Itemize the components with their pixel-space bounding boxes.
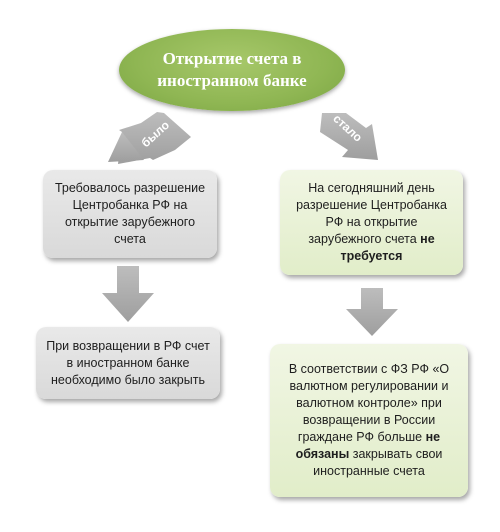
box-before-permission: Требовалось разрешение Центробанка РФ на… <box>43 170 217 258</box>
box-before-permission-text: Требовалось разрешение Центробанка РФ на… <box>54 181 206 246</box>
arrow-right-diagonal: стало <box>320 111 378 160</box>
title-ellipse: Открытие счета в иностранном банке <box>119 29 345 111</box>
arrow-left-down <box>102 266 154 322</box>
arrow-right-down <box>346 288 398 336</box>
box-before-closing: При возвращении в РФ счет в иностранном … <box>36 327 220 399</box>
box-now-permission: На сегодняшний день разрешение Центробан… <box>280 170 463 275</box>
box-now-law-text: В соответствии с ФЗ РФ «О валютном регул… <box>288 362 450 478</box>
box-before-closing-text: При возвращении в РФ счет в иностранном … <box>46 338 210 387</box>
box-now-permission-text: На сегодняшний день разрешение Центробан… <box>296 181 447 263</box>
arrow-left-diagonal: было <box>108 112 191 164</box>
box-now-law: В соответствии с ФЗ РФ «О валютном регул… <box>270 344 468 497</box>
title-text: Открытие счета в иностранном банке <box>157 49 307 90</box>
